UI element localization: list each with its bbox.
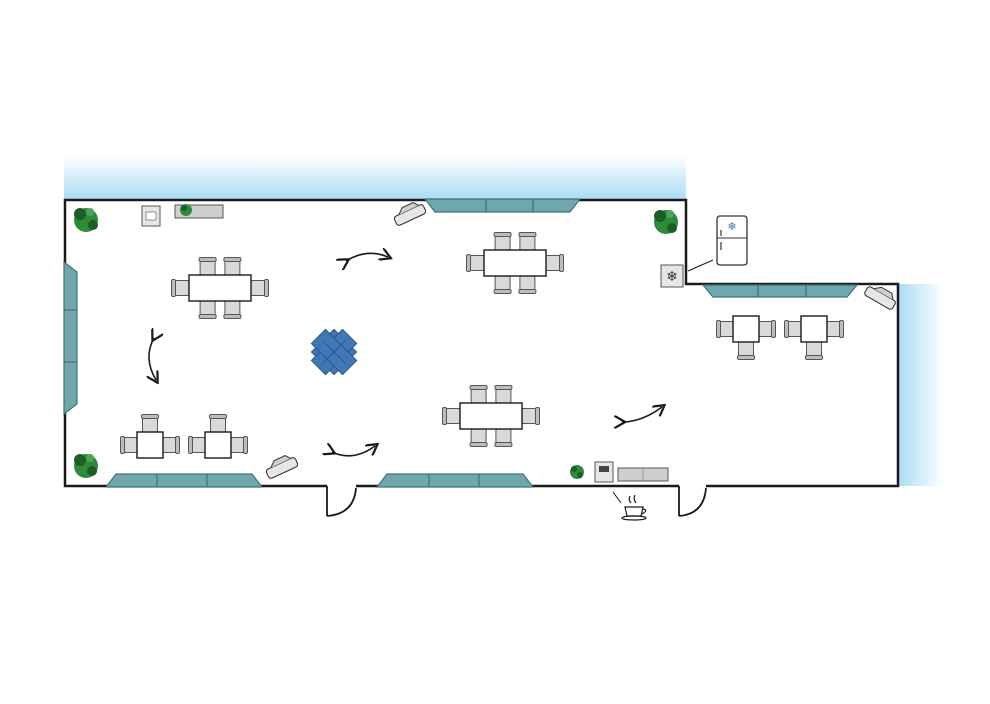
sofa-icon: [375, 473, 535, 488]
dining-table-group: [466, 232, 564, 294]
chair-icon[interactable]: [493, 232, 512, 251]
table-icon[interactable]: [188, 274, 252, 302]
chair-icon[interactable]: [784, 320, 803, 338]
chair-icon[interactable]: [469, 428, 488, 447]
sofa-icon: [104, 473, 264, 488]
chair-icon[interactable]: [223, 300, 242, 319]
chair-icon[interactable]: [825, 320, 844, 338]
chair-icon[interactable]: [716, 320, 735, 338]
plant-icon: [74, 454, 98, 478]
fridge-leader-line: [687, 259, 714, 272]
rotate-arrow-icon: [346, 253, 388, 261]
table-icon[interactable]: [800, 315, 828, 343]
dining-table-group: [442, 385, 540, 447]
small-table-group: [784, 315, 844, 360]
chair-icon[interactable]: [466, 254, 485, 272]
chair-icon[interactable]: [229, 436, 248, 454]
window-glow-top: [64, 155, 686, 200]
chair-icon[interactable]: [518, 232, 537, 251]
printer-icon[interactable]: [594, 461, 614, 483]
counter-icon: [617, 467, 669, 482]
snowflake-icon[interactable]: ❄: [660, 264, 684, 288]
vacuum-robot-icon[interactable]: [864, 281, 899, 310]
chair-icon[interactable]: [737, 341, 755, 360]
sofa-icon: [63, 260, 78, 416]
vacuum-robot-icon[interactable]: [263, 452, 299, 479]
fridge-icon[interactable]: ❄: [716, 215, 748, 266]
trash-bin-icon: [141, 205, 161, 227]
sofa-icon: [423, 198, 582, 213]
chair-icon[interactable]: [521, 407, 540, 425]
chair-icon[interactable]: [494, 385, 513, 404]
window-glow-right: [898, 284, 944, 486]
chair-icon[interactable]: [518, 275, 537, 294]
table-icon[interactable]: [732, 315, 760, 343]
rotate-arrow-icon: [622, 407, 662, 422]
small-table-group: [120, 414, 180, 459]
vacuum-robot-icon[interactable]: [391, 199, 427, 226]
chair-icon[interactable]: [161, 436, 180, 454]
small-table-group: [716, 315, 776, 360]
coffee-leader-line: [612, 491, 622, 504]
small-table-group: [188, 414, 248, 459]
table-icon[interactable]: [483, 249, 547, 277]
furniture-layer: [120, 232, 844, 459]
door-swing-icon[interactable]: [326, 486, 357, 517]
chair-icon[interactable]: [198, 257, 217, 276]
chair-icon[interactable]: [250, 279, 269, 297]
chair-icon[interactable]: [469, 385, 488, 404]
chair-icon[interactable]: [198, 300, 217, 319]
rug-icon: [310, 328, 358, 376]
chair-icon[interactable]: [120, 436, 139, 454]
room-walls: [63, 198, 900, 488]
table-icon[interactable]: [136, 431, 164, 459]
plant-icon: [74, 208, 98, 232]
sofa-icon: [701, 284, 859, 298]
chair-icon[interactable]: [545, 254, 564, 272]
coffee-cup-icon: [621, 494, 647, 521]
svg-text:❄: ❄: [666, 269, 678, 285]
chair-icon[interactable]: [805, 341, 823, 360]
plant-icon: [570, 465, 584, 479]
rotate-arrow-icon: [332, 446, 375, 457]
table-icon[interactable]: [459, 402, 523, 430]
svg-text:❄: ❄: [727, 220, 736, 233]
chair-icon[interactable]: [493, 275, 512, 294]
chair-icon[interactable]: [757, 320, 776, 338]
chair-icon[interactable]: [171, 279, 190, 297]
chair-icon[interactable]: [494, 428, 513, 447]
chair-icon[interactable]: [141, 414, 159, 433]
chair-icon[interactable]: [223, 257, 242, 276]
dining-table-group: [171, 257, 269, 319]
table-icon[interactable]: [204, 431, 232, 459]
counter-with-plant-icon: [174, 204, 224, 219]
chair-icon[interactable]: [209, 414, 227, 433]
plant-icon: [654, 210, 678, 234]
rotate-arrow-icon: [149, 338, 156, 380]
chair-icon[interactable]: [188, 436, 207, 454]
chair-icon[interactable]: [442, 407, 461, 425]
door-swing-icon[interactable]: [678, 486, 707, 517]
